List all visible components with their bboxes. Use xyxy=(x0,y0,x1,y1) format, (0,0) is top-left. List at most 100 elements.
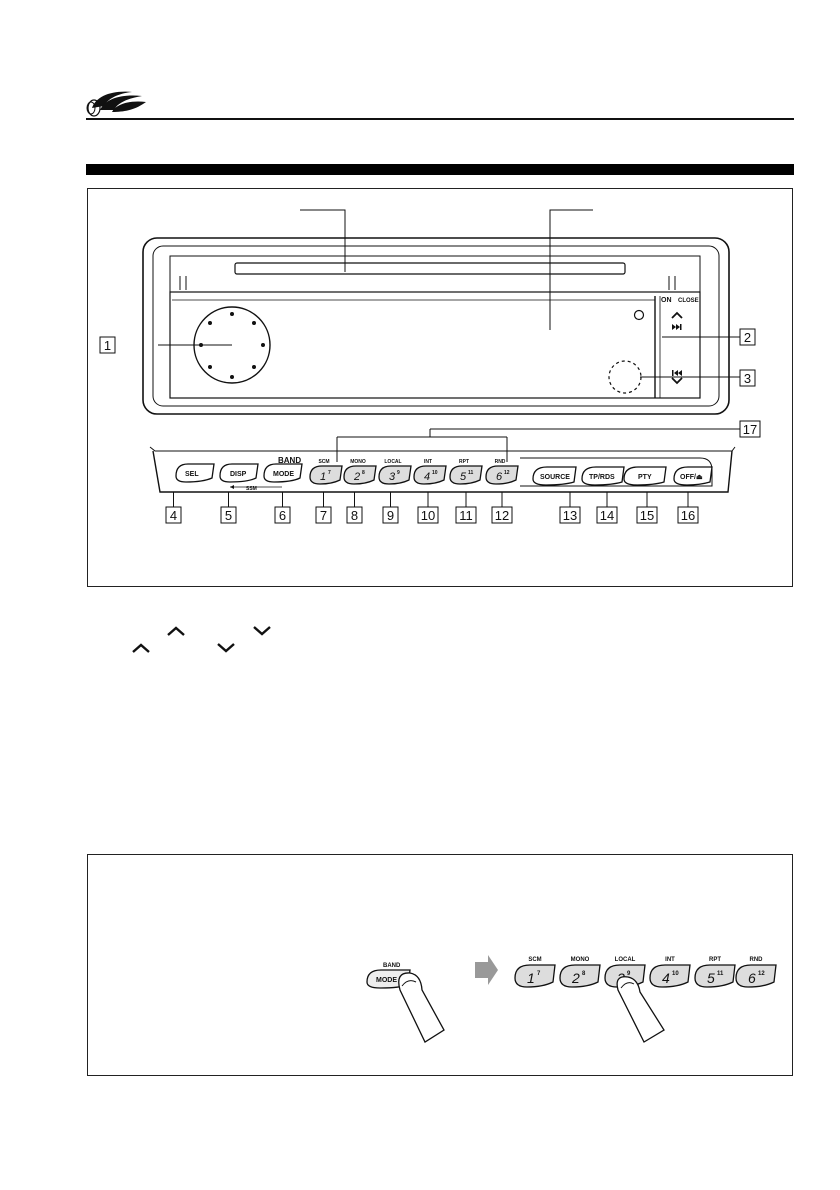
callout-number: 12 xyxy=(495,508,509,523)
example-preset-top-label: RND xyxy=(750,957,764,963)
callout-number: 7 xyxy=(320,508,327,523)
up-chevron-icon xyxy=(132,643,150,653)
preset-top-label: MONO xyxy=(350,459,366,465)
preset-alt-number: 8 xyxy=(362,470,365,476)
header-rule xyxy=(86,118,794,120)
example-band-label: BAND xyxy=(383,963,401,969)
callout-number: 13 xyxy=(563,508,577,523)
example-preset-top-label: LOCAL xyxy=(615,957,636,963)
callout-2: 2 xyxy=(739,328,756,346)
callout-number: 2 xyxy=(744,330,751,345)
head-unit xyxy=(142,237,730,415)
callout-7: 7 xyxy=(315,506,332,524)
preset-number: 3 xyxy=(389,471,396,483)
preset-alt-number: 11 xyxy=(468,470,474,476)
preset-number: 4 xyxy=(424,471,430,483)
callout-10: 10 xyxy=(417,506,439,524)
preset-top-label: RPT xyxy=(459,459,469,465)
pty-button[interactable]: PTY xyxy=(623,466,667,486)
mode-button[interactable]: BAND MODE xyxy=(263,456,303,483)
pty-label: PTY xyxy=(638,474,652,481)
preset-number: 1 xyxy=(320,471,326,483)
example-preset-top-label: INT xyxy=(665,957,675,963)
example-preset-number: 1 xyxy=(527,970,535,986)
preset-top-label: LOCAL xyxy=(384,459,401,465)
callout-number: 17 xyxy=(743,422,757,437)
callout-number: 16 xyxy=(681,508,695,523)
down-chevron-icon xyxy=(217,643,235,653)
example-preset-top-label: MONO xyxy=(571,957,590,963)
preset-alt-number: 10 xyxy=(432,470,438,476)
example-preset-alt-number: 7 xyxy=(537,971,541,977)
callout-number: 8 xyxy=(351,508,358,523)
callout-number: 3 xyxy=(744,371,751,386)
callout-9: 9 xyxy=(382,506,399,524)
tprds-button[interactable]: TP/RDS xyxy=(581,466,625,486)
callout-5: 5 xyxy=(220,506,237,524)
source-label: SOURCE xyxy=(540,474,570,481)
skip-back-icon[interactable] xyxy=(674,370,682,376)
callout-number: 14 xyxy=(600,508,614,523)
callout-8: 8 xyxy=(346,506,363,524)
callout-number: 4 xyxy=(170,508,177,523)
example-preset-number: 6 xyxy=(748,970,756,986)
example-preset-number: 4 xyxy=(662,970,670,986)
down-chevron-icon[interactable] xyxy=(671,377,683,385)
disp-button[interactable]: DISP xyxy=(219,463,259,483)
mode-label: MODE xyxy=(273,471,294,478)
preset-alt-number: 7 xyxy=(328,470,331,476)
preset-number: 5 xyxy=(460,471,467,483)
preset-top-label: INT xyxy=(424,459,432,465)
callout-number: 5 xyxy=(225,508,232,523)
ssm-label: SSM xyxy=(246,486,257,492)
callout-17: 17 xyxy=(739,420,761,438)
section-bar xyxy=(86,164,794,175)
preset-top-label: SCM xyxy=(318,459,329,465)
example-preset-top-label: RPT xyxy=(709,957,721,963)
callout-12: 12 xyxy=(491,506,513,524)
callout-14: 14 xyxy=(596,506,618,524)
off-eject-button[interactable]: OFF/⏏ xyxy=(673,466,713,486)
up-chevron-icon[interactable] xyxy=(671,311,683,319)
example-figure-box xyxy=(87,854,793,1076)
disp-label: DISP xyxy=(230,471,247,478)
example-mode-label: MODE xyxy=(376,977,397,984)
off-eject-label: OFF/⏏ xyxy=(680,474,703,481)
control-panel-figure xyxy=(87,188,793,587)
callout-number: 15 xyxy=(640,508,654,523)
up-chevron-icon xyxy=(167,626,185,636)
callout-number: 11 xyxy=(459,508,473,523)
source-button[interactable]: SOURCE xyxy=(532,466,577,486)
callout-number: 6 xyxy=(279,508,286,523)
sel-button[interactable]: SEL xyxy=(175,463,215,483)
example-preset-number: 5 xyxy=(707,970,715,986)
down-chevron-icon xyxy=(253,626,271,636)
example-preset-alt-number: 12 xyxy=(758,971,765,977)
example-preset-alt-number: 10 xyxy=(672,971,679,977)
preset-alt-number: 12 xyxy=(504,470,510,476)
example-preset-number: 2 xyxy=(571,970,580,986)
example-preset-alt-number: 11 xyxy=(717,971,724,977)
callout-13: 13 xyxy=(559,506,581,524)
callout-4: 4 xyxy=(165,506,182,524)
skip-forward-icon[interactable] xyxy=(672,324,680,330)
example-preset-alt-number: 8 xyxy=(582,971,586,977)
preset-alt-number: 9 xyxy=(397,470,400,476)
preset-number: 6 xyxy=(496,471,503,483)
finger-press-icon xyxy=(616,976,665,1043)
callout-number: 10 xyxy=(421,508,435,523)
callout-15: 15 xyxy=(636,506,658,524)
callout-3: 3 xyxy=(739,369,756,387)
brand-logo xyxy=(86,86,152,118)
